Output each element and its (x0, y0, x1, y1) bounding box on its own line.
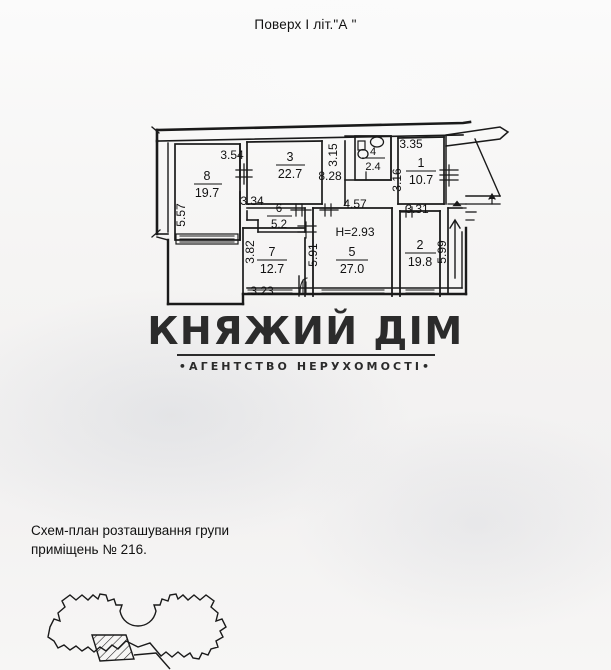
room-area: 19.7 (195, 186, 219, 200)
ceiling-height-label: H=2.93 (335, 225, 374, 239)
room-area: 2.4 (365, 161, 380, 173)
room-label-6: 6 5.2 (267, 203, 292, 231)
dimension-5-99: 5.99 (435, 240, 449, 264)
scheme-caption: Схем-план розташування групи приміщень №… (31, 521, 331, 559)
room-number: 8 (204, 169, 211, 183)
caption-line-2: приміщень № 216. (31, 542, 147, 558)
room-area: 27.0 (340, 262, 364, 276)
room-label-8: 8 19.7 (194, 169, 222, 200)
dimension-3-15: 3.15 (326, 143, 340, 167)
dimension-4-57: 4.57 (343, 197, 367, 211)
room-number: 1 (418, 156, 425, 170)
dimension-3-23: 3.23 (250, 284, 274, 298)
dimension-3-35: 3.35 (399, 137, 423, 151)
room-label-3: 3 22.7 (276, 150, 305, 181)
dimension-5-91: 5.91 (306, 243, 320, 267)
building-footprint-sketch (47, 593, 227, 670)
room-number: 3 (287, 150, 294, 164)
dimension-3-16: 3.16 (390, 168, 404, 192)
room-area: 19.8 (408, 255, 432, 269)
room-area: 12.7 (260, 262, 284, 276)
room-number: 4 (370, 146, 376, 158)
dimension-3-31: 3.31 (405, 202, 429, 216)
floor-plan-drawing: 8 19.7 3 22.7 4 2.4 1 10.7 6 (151, 120, 510, 306)
caption-line-1: Схем-план розташування групи (31, 523, 230, 538)
room-number: 6 (276, 203, 282, 215)
dimension-8-28: 8.28 (318, 169, 342, 183)
page-title: Поверх I літ."А " (254, 17, 357, 32)
room-number: 5 (349, 245, 356, 259)
room-number: 2 (417, 238, 424, 252)
room-number: 7 (269, 245, 276, 259)
dimension-3-54: 3.54 (220, 148, 244, 162)
room-area: 10.7 (409, 173, 433, 187)
dimension-3-82: 3.82 (243, 240, 257, 264)
room-label-2: 2 19.8 (405, 238, 436, 269)
room-label-1: 1 10.7 (406, 156, 436, 187)
room-area: 5.2 (271, 219, 287, 231)
dimension-3-34: 3.34 (240, 194, 264, 208)
stair-direction-arrow (449, 218, 461, 279)
room-label-7: 7 12.7 (257, 245, 287, 276)
room-area: 22.7 (278, 167, 302, 181)
room-label-4: 4 2.4 (362, 146, 385, 173)
dimension-5-57: 5.57 (174, 203, 188, 227)
room-label-5: 5 27.0 (336, 245, 368, 276)
